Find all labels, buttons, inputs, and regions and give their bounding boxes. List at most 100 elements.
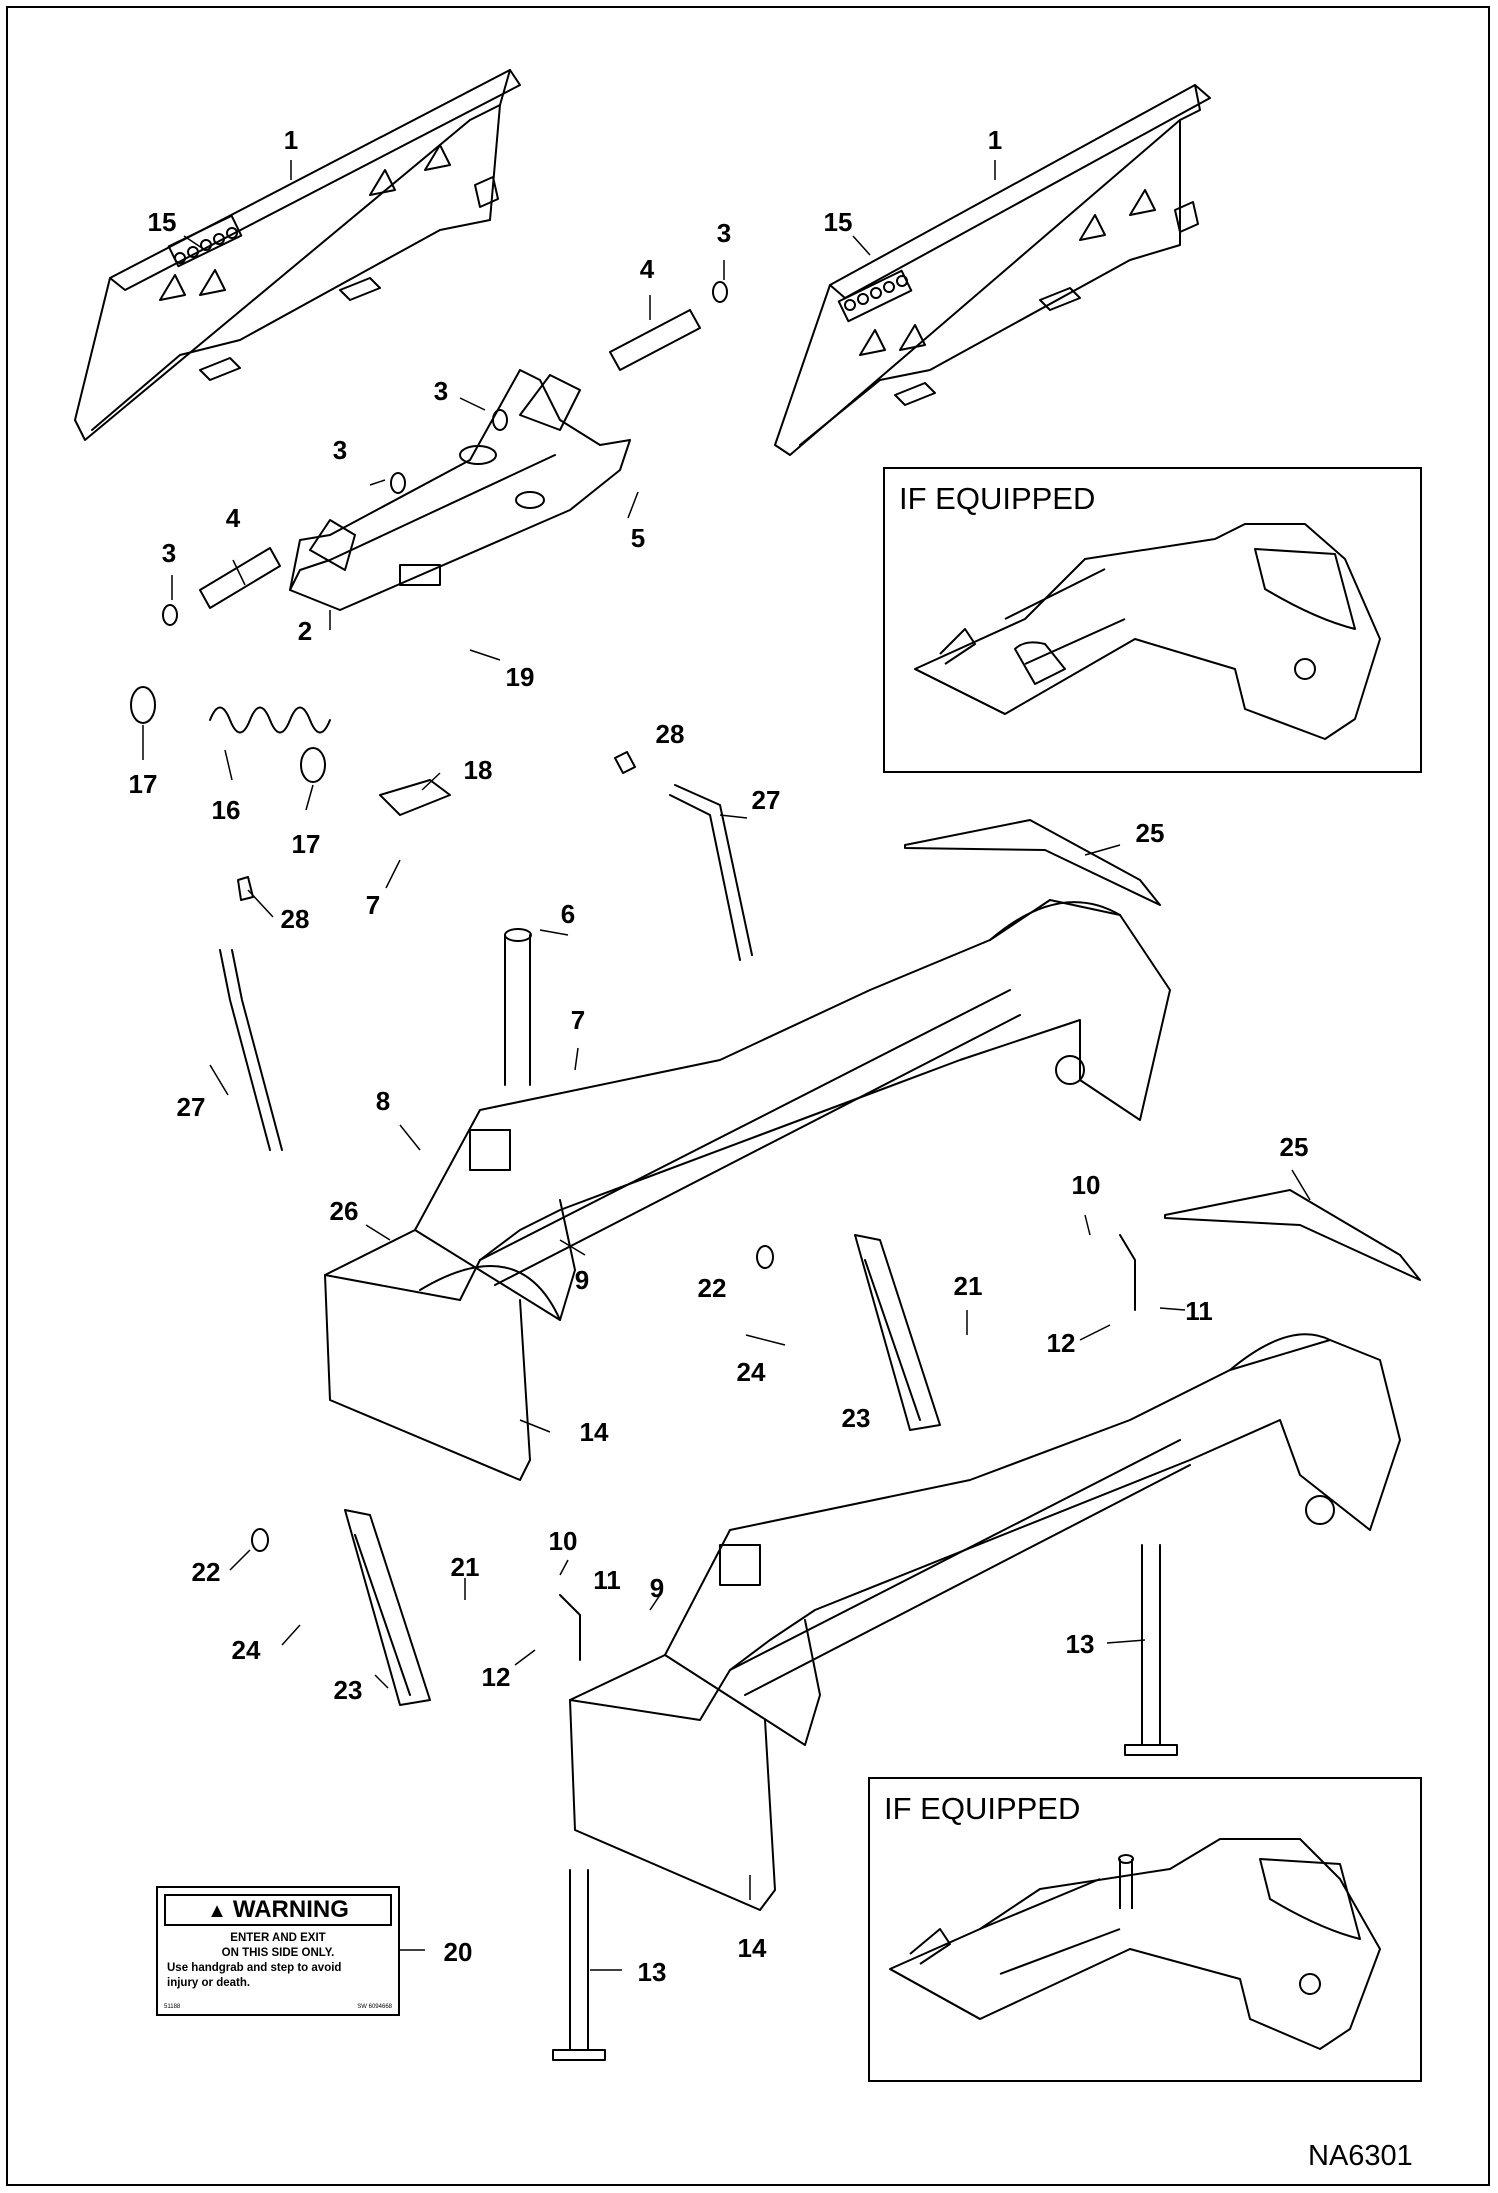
warning-code-left: 51188 <box>164 2004 181 2010</box>
callout-1-right: 1 <box>987 125 1003 155</box>
page-border <box>6 6 1490 2186</box>
callout-27: 27 <box>751 785 781 815</box>
callout-21: 21 <box>450 1552 480 1582</box>
warning-line-4: injury or death. <box>167 1977 251 1989</box>
stand-23-upper <box>854 1234 941 1431</box>
callout-7: 7 <box>570 1005 586 1035</box>
callout-19: 19 <box>505 662 535 692</box>
callout-4: 4 <box>639 254 655 284</box>
guard-25-lower <box>1164 1189 1421 1281</box>
callout-14: 14 <box>737 1933 767 1963</box>
mount-plate-right <box>774 84 1211 456</box>
callout-17: 17 <box>291 829 321 859</box>
ring-22-upper <box>756 1245 774 1269</box>
washer-17b <box>300 747 326 783</box>
figure-id: NA6301 <box>1308 2140 1413 2172</box>
spring-16 <box>209 706 331 734</box>
callout-3: 3 <box>716 218 732 248</box>
inset-drawing <box>889 1838 1381 2050</box>
callout-15-right: 15 <box>823 207 853 237</box>
inset-if-equipped-upper: IF EQUIPPED <box>883 467 1422 773</box>
callout-14: 14 <box>579 1417 609 1447</box>
callout-9: 9 <box>649 1573 665 1603</box>
callout-11: 11 <box>1185 1296 1213 1326</box>
handle-27-left <box>219 949 283 1151</box>
stand-23-lower <box>344 1509 431 1706</box>
pivot-bracket <box>289 369 631 611</box>
callout-25: 25 <box>1279 1132 1309 1162</box>
callout-13: 13 <box>637 1957 667 1987</box>
warning-header-text: WARNING <box>232 1896 349 1923</box>
ring-3b <box>492 409 508 431</box>
callout-22: 22 <box>697 1273 727 1303</box>
callout-26: 26 <box>329 1196 359 1226</box>
warning-line-3: Use handgrab and step to avoid <box>167 1962 342 1974</box>
grip-28-right <box>614 751 636 774</box>
handle-27-right <box>669 784 753 961</box>
main-frame-lower <box>569 1333 1401 1911</box>
callout-24: 24 <box>231 1635 261 1665</box>
callout-15-left: 15 <box>147 207 177 237</box>
callout-10: 10 <box>548 1526 578 1556</box>
main-frame-upper <box>324 899 1171 1481</box>
callout-20: 20 <box>443 1937 473 1967</box>
mount-plate-left <box>74 69 521 441</box>
callout-12: 12 <box>481 1662 511 1692</box>
callout-3: 3 <box>332 435 348 465</box>
callout-11: 11 <box>593 1565 621 1595</box>
callout-8: 8 <box>375 1086 391 1116</box>
callout-2: 2 <box>297 616 313 646</box>
callout-13: 13 <box>1065 1629 1095 1659</box>
callout-17: 17 <box>128 769 158 799</box>
pin-4-lower <box>199 547 281 609</box>
callout-23: 23 <box>841 1403 871 1433</box>
warning-triangle-icon: ▲ <box>207 1900 227 1922</box>
guard-25-upper <box>904 819 1161 906</box>
callout-3: 3 <box>433 376 449 406</box>
warning-codes: 51188 SW 6094668 <box>164 2004 392 2010</box>
inset-if-equipped-lower: IF EQUIPPED <box>868 1777 1422 2082</box>
warning-header: ▲WARNING <box>164 1894 392 1926</box>
inset-drawing <box>914 523 1381 740</box>
callout-16: 16 <box>211 795 241 825</box>
warning-decal: ▲WARNING ENTER AND EXIT ON THIS SIDE ONL… <box>156 1886 400 2016</box>
callout-28: 28 <box>655 719 685 749</box>
callout-18: 18 <box>463 755 493 785</box>
washer-17a <box>130 686 156 724</box>
callout-24: 24 <box>736 1357 766 1387</box>
ring-3a <box>712 281 728 303</box>
callout-4: 4 <box>225 503 241 533</box>
jack-stand-13-left <box>552 1869 606 2061</box>
warning-code-right: SW 6094668 <box>357 2004 392 2010</box>
pin-11-lower <box>559 1594 581 1661</box>
callout-10: 10 <box>1071 1170 1101 1200</box>
grip-28-left <box>237 876 254 901</box>
jack-stand-13-right <box>1124 1544 1178 1756</box>
callout-6: 6 <box>560 899 576 929</box>
callout-1-left: 1 <box>283 125 299 155</box>
callout-28: 28 <box>280 904 310 934</box>
ring-3c <box>390 472 406 494</box>
warning-line-2: ON THIS SIDE ONLY. <box>221 1947 335 1959</box>
callout-22: 22 <box>191 1557 221 1587</box>
callout-3: 3 <box>161 538 177 568</box>
callout-27: 27 <box>176 1092 206 1122</box>
warning-line-1: ENTER AND EXIT <box>230 1932 326 1944</box>
inset-title: IF EQUIPPED <box>884 1791 1081 1826</box>
plate-18 <box>379 779 451 816</box>
callout-25: 25 <box>1135 818 1165 848</box>
callout-9: 9 <box>574 1265 590 1295</box>
callout-23: 23 <box>333 1675 363 1705</box>
ring-22-lower <box>251 1528 269 1552</box>
ring-3d <box>162 604 178 626</box>
leader-lines <box>142 160 1311 1971</box>
pin-6 <box>504 934 531 1086</box>
callout-21: 21 <box>953 1271 983 1301</box>
pin-4-upper <box>609 309 701 371</box>
callout-5: 5 <box>630 523 646 553</box>
pin-11-upper <box>1119 1234 1136 1311</box>
inset-title: IF EQUIPPED <box>899 481 1096 516</box>
callout-12: 12 <box>1046 1328 1076 1358</box>
callout-7: 7 <box>365 890 381 920</box>
